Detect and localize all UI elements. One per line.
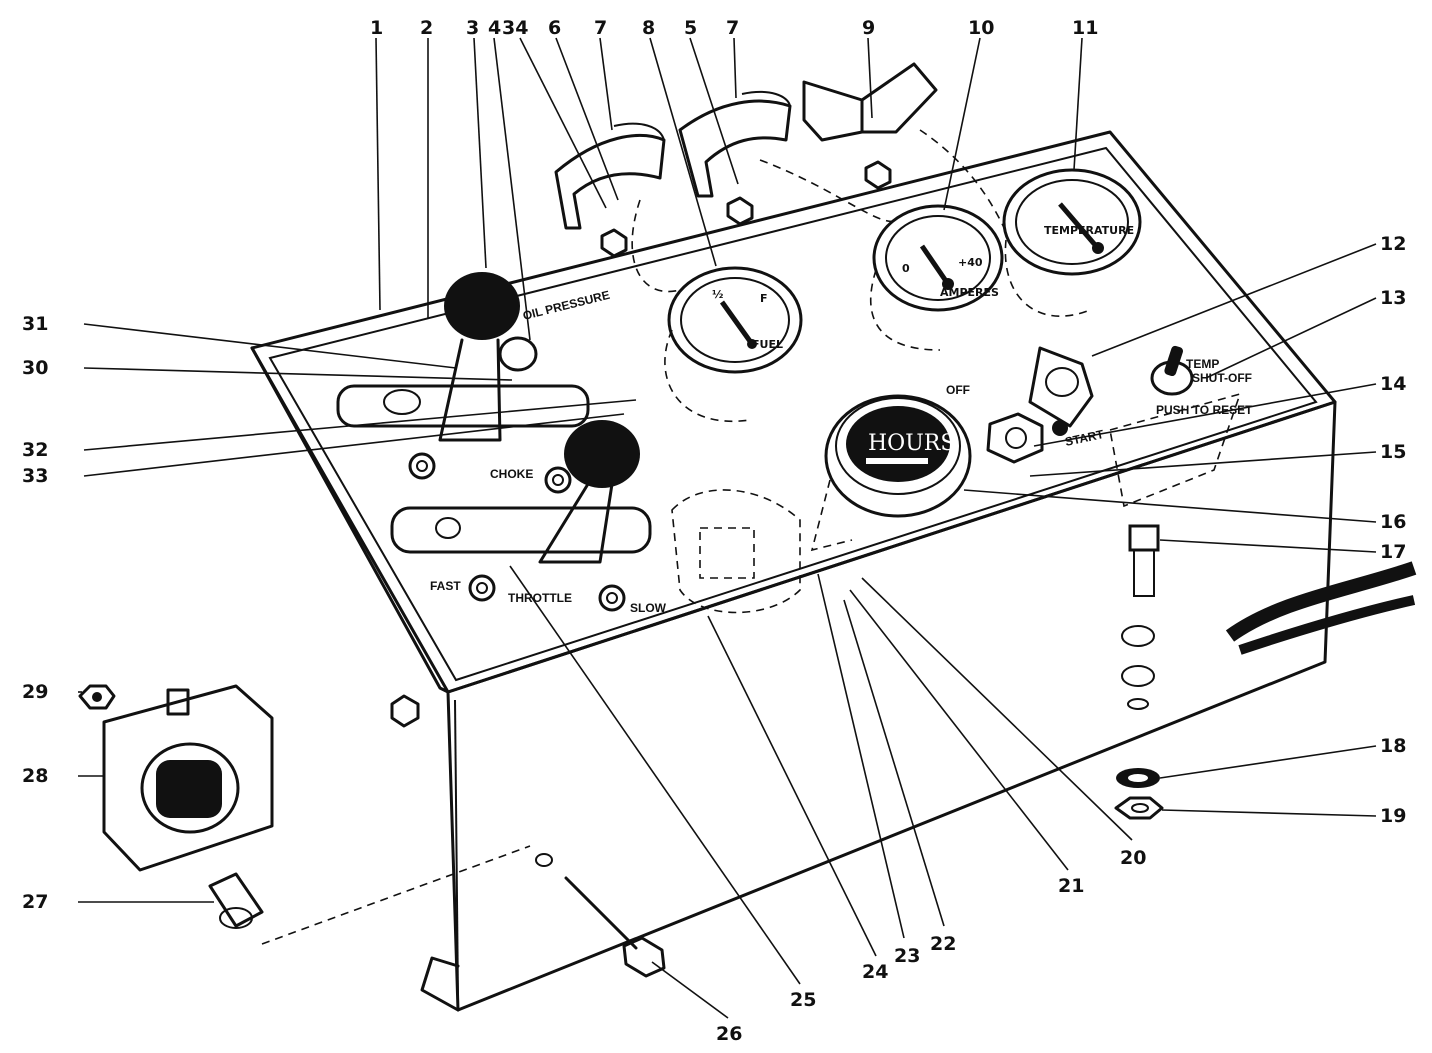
- callout-22: 22: [930, 933, 956, 955]
- fuel-full-label: F: [760, 292, 768, 305]
- bolt-26: [535, 853, 666, 978]
- mounting-bracket: [802, 62, 1011, 241]
- callout-23: 23: [894, 945, 920, 967]
- relay-outline: [1109, 392, 1242, 508]
- callout-8: 8: [642, 17, 655, 39]
- throttle-lever: [390, 420, 652, 564]
- callout-10: 10: [968, 17, 994, 39]
- choke-label: CHOKE: [490, 467, 533, 481]
- bolt-alignment-line: [261, 845, 531, 945]
- off-label: OFF: [946, 383, 970, 397]
- ammeter-gauge: +40 0 AMPERES: [869, 204, 1004, 351]
- callout-2: 2: [420, 17, 433, 39]
- callout-12: 12: [1380, 233, 1406, 255]
- callout-15: 15: [1380, 441, 1406, 463]
- spacer-27: [208, 872, 264, 929]
- callout-30: 30: [22, 357, 48, 379]
- callout-7a: 7: [594, 17, 607, 39]
- callout-28: 28: [22, 765, 48, 787]
- throttle-label: THROTTLE: [508, 591, 572, 605]
- callout-11: 11: [1072, 17, 1098, 39]
- fast-label: FAST: [430, 579, 461, 593]
- callout-13: 13: [1380, 287, 1406, 309]
- push-to-reset-label: PUSH TO RESET: [1156, 403, 1253, 417]
- callout-34: 34: [502, 17, 528, 39]
- ammeter-zero-label: 0: [902, 262, 910, 275]
- callout-25: 25: [790, 989, 816, 1011]
- fuel-gauge: ½ F FUEL: [664, 266, 803, 423]
- oil-pressure-light: [498, 336, 538, 372]
- callout-5: 5: [684, 17, 697, 39]
- hex-nut-29: [78, 684, 116, 710]
- hour-meter-label: HOURS: [868, 431, 955, 456]
- temperature-gauge: TEMPERATURE: [1002, 168, 1142, 317]
- ammeter-word-label: AMPERES: [940, 286, 999, 299]
- callout-1: 1: [370, 17, 383, 39]
- callout-17: 17: [1380, 541, 1406, 563]
- fuel-word-label: FUEL: [752, 338, 783, 351]
- callout-4: 4: [488, 17, 501, 39]
- oil-pressure-label: OIL PRESSURE: [521, 288, 611, 323]
- callout-3: 3: [466, 17, 479, 39]
- start-label: START: [1064, 427, 1106, 449]
- hex-nut-19: [1114, 796, 1164, 820]
- callout-6: 6: [548, 17, 561, 39]
- gauge-clamp-bracket-middle: [678, 90, 901, 223]
- panel-screws: [408, 452, 626, 612]
- callout-18: 18: [1380, 735, 1406, 757]
- callout-7b: 7: [726, 17, 739, 39]
- callout-24: 24: [862, 961, 888, 983]
- shutoff-label: SHUT-OFF: [1192, 371, 1252, 385]
- warning-horn: [102, 684, 274, 872]
- callout-32: 32: [22, 439, 48, 461]
- callout-numbers: 1 2 3 4 34 6 7 8 5 7 9 10 11 12 13 14 15…: [22, 17, 1406, 1045]
- callout-20: 20: [1120, 847, 1146, 869]
- callout-21: 21: [1058, 875, 1084, 897]
- temp-label: TEMP: [1186, 357, 1219, 371]
- hour-meter: HOURS: [810, 394, 972, 552]
- bolt-17: [1128, 524, 1160, 597]
- callout-16: 16: [1380, 511, 1406, 533]
- gauge-clamp-bracket-left: [554, 122, 681, 293]
- ignition-key-switch: [1028, 346, 1094, 428]
- lock-washer-18: [1116, 768, 1160, 788]
- ammeter-plus-label: +40: [958, 256, 983, 269]
- callout-29: 29: [22, 681, 48, 703]
- callout-31: 31: [22, 313, 48, 335]
- fuel-half-label: ½: [712, 288, 723, 301]
- start-button: [986, 412, 1068, 464]
- callout-27: 27: [22, 891, 48, 913]
- callout-26: 26: [716, 1023, 742, 1045]
- panel-nuts: [390, 160, 892, 728]
- temperature-word-label: TEMPERATURE: [1044, 224, 1134, 237]
- voltage-regulator: [671, 489, 801, 614]
- callout-19: 19: [1380, 805, 1406, 827]
- slow-label: SLOW: [630, 601, 667, 615]
- wire-harness: [1225, 561, 1417, 655]
- control-panel-housing: [250, 130, 1337, 1012]
- callout-14: 14: [1380, 373, 1406, 395]
- callout-33: 33: [22, 465, 48, 487]
- callout-leaders: [78, 37, 1377, 1019]
- temp-shutoff-toggle: [1150, 345, 1194, 396]
- callout-9: 9: [862, 17, 875, 39]
- ring-terminals: [1121, 625, 1155, 710]
- choke-lever: [336, 272, 590, 442]
